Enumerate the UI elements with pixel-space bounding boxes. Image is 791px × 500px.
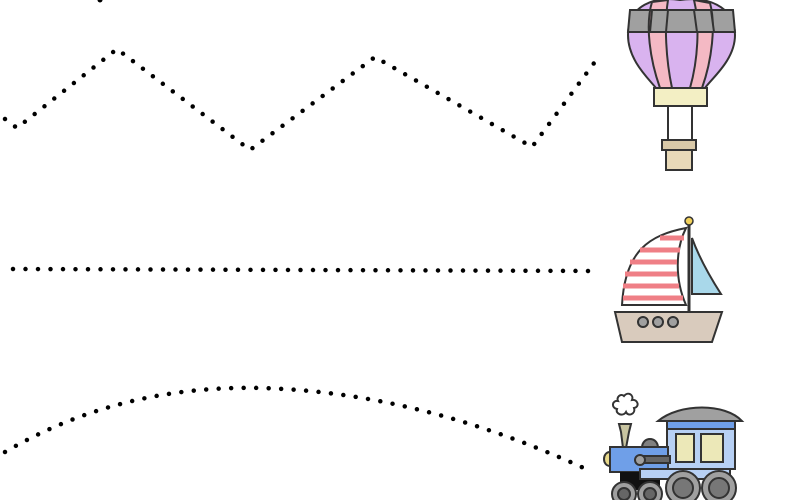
zigzag-tracing-line[interactable] xyxy=(2,46,603,153)
stray-dot xyxy=(97,0,103,3)
straight-tracing-line[interactable] xyxy=(10,266,599,274)
arc-tracing-line[interactable] xyxy=(2,385,591,473)
hot-air-balloon-icon xyxy=(626,0,737,171)
sailboat-icon xyxy=(613,216,724,343)
steam-train-icon xyxy=(603,392,745,500)
